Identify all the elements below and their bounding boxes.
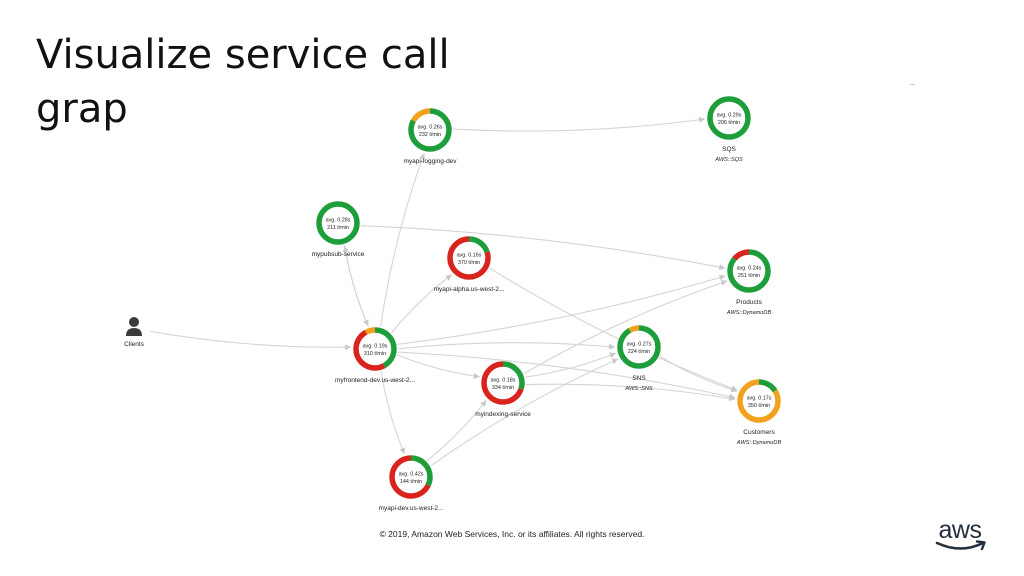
edge-indexing-to-sns <box>525 352 617 378</box>
node-name: myfrontend-dev.us-west-2... <box>335 377 415 384</box>
edge-myapi-to-sns <box>430 358 619 467</box>
edge-pubsub-to-frontend <box>343 245 369 327</box>
node-throughput: 144 t/min <box>400 479 422 485</box>
node-throughput: 211 t/min <box>327 225 349 231</box>
node-backdrop <box>407 107 453 153</box>
node-name: myapi-logging-dev <box>403 158 457 165</box>
edge-frontend-to-alpha <box>391 274 453 334</box>
health-ring-error <box>353 327 397 371</box>
node-type: AWS::DynamoDB <box>726 310 772 316</box>
node-name: Customers <box>743 429 775 436</box>
service-node-clients[interactable]: Clients <box>124 317 145 348</box>
node-throughput: 251 t/min <box>738 273 760 279</box>
node-latency: avg. 0.19s <box>363 344 388 350</box>
edge-sns-to-customers <box>659 355 738 393</box>
health-ring-ok <box>316 201 360 245</box>
decorative-dash <box>910 84 915 85</box>
node-name: myapi-dev.us-west-2... <box>379 505 444 512</box>
node-backdrop <box>736 378 782 424</box>
footer-copyright: © 2019, Amazon Web Services, Inc. or its… <box>379 529 645 539</box>
node-backdrop <box>480 360 526 406</box>
health-ring-error <box>481 361 525 405</box>
edge-alpha-to-customers <box>489 267 738 392</box>
edge-frontend-to-customers <box>397 351 736 400</box>
aws-smile-arrow-icon <box>975 540 986 551</box>
aws-smile-icon <box>935 541 985 550</box>
node-throughput: 334 t/min <box>492 385 514 391</box>
edge-clients-to-frontend <box>149 330 352 351</box>
edge-indexing-to-products <box>523 280 728 374</box>
node-backdrop <box>726 248 772 294</box>
node-type: AWS::DynamoDB <box>736 440 782 446</box>
edge-frontend-to-myapi <box>380 371 406 455</box>
node-throughput: 206 t/min <box>718 120 740 126</box>
node-throughput: 232 t/min <box>419 132 441 138</box>
health-ring-throttle <box>737 379 781 423</box>
node-latency: avg. 0.17s <box>747 396 772 402</box>
node-latency: avg. 0.16s <box>457 253 482 259</box>
user-icon <box>126 328 142 336</box>
edge-myapi-to-indexing <box>426 399 487 462</box>
node-name: mypubsub-service <box>312 251 365 258</box>
node-type: AWS::SQS <box>714 157 743 163</box>
node-latency: avg. 0.28s <box>326 218 351 224</box>
edge-layer <box>149 116 738 467</box>
node-backdrop <box>315 200 361 246</box>
node-name: Products <box>736 299 762 306</box>
health-ring-ok <box>707 96 751 140</box>
node-name: SNS <box>632 375 646 382</box>
aws-logo-text: aws <box>939 516 982 544</box>
health-ring-error <box>447 236 491 280</box>
health-ring-throttle <box>353 327 397 371</box>
node-throughput: 350 t/min <box>748 403 770 409</box>
node-latency: avg. 0.18s <box>491 378 516 384</box>
user-icon-head <box>129 317 139 327</box>
edge-logging-to-sqs <box>452 116 706 132</box>
node-name: SQS <box>722 146 736 153</box>
edge-frontend-to-indexing <box>396 354 480 379</box>
edge-frontend-to-pubsub <box>342 245 370 328</box>
node-latency: avg. 0.24s <box>737 266 762 272</box>
edge-frontend-to-sns <box>397 342 616 350</box>
node-name: myindexing-service <box>475 411 531 418</box>
health-ring-throttle <box>617 325 661 369</box>
node-name: Clients <box>124 341 145 348</box>
node-latency: avg. 0.42s <box>399 472 424 478</box>
node-name: myapi-alpha.us-west-2... <box>434 286 505 293</box>
edge-frontend-to-logging <box>380 153 425 327</box>
node-backdrop <box>706 95 752 141</box>
node-backdrop <box>352 326 398 372</box>
edge-pubsub-to-products <box>360 225 726 270</box>
health-ring-error <box>727 249 771 293</box>
node-latency: avg. 0.29s <box>717 113 742 119</box>
slide-title: Visualize service call grap <box>36 32 450 132</box>
health-ring-error <box>389 455 433 499</box>
node-backdrop <box>616 324 662 370</box>
node-throughput: 310 t/min <box>364 351 386 357</box>
node-backdrop <box>446 235 492 281</box>
health-ring-throttle <box>408 108 452 152</box>
node-backdrop <box>388 454 434 500</box>
node-throughput: 224 t/min <box>628 349 650 355</box>
node-type: AWS::SNS <box>624 386 653 392</box>
node-latency: avg. 0.26s <box>418 125 443 131</box>
edge-indexing-to-customers <box>525 383 736 402</box>
node-throughput: 370 t/min <box>458 260 480 266</box>
edge-frontend-to-products <box>397 274 726 345</box>
node-latency: avg. 0.27s <box>627 342 652 348</box>
aws-logo: aws <box>935 516 986 551</box>
